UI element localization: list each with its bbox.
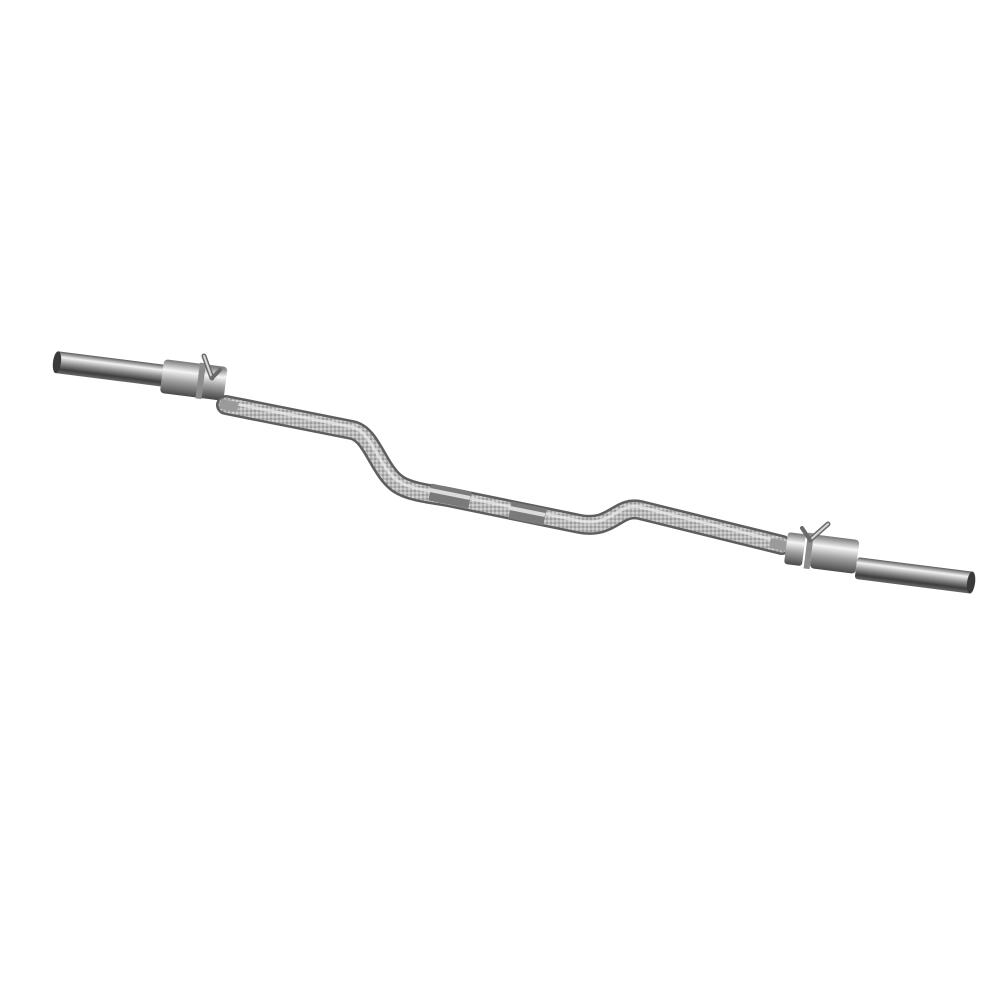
- right-collar: [784, 532, 860, 574]
- right-sleeve: [854, 557, 976, 594]
- right-clamp-handle: [800, 521, 831, 543]
- knurled-shaft: [216, 395, 792, 555]
- left-sleeve: [52, 351, 176, 388]
- left-clamp-handle: [201, 353, 222, 381]
- left-collar: [160, 359, 228, 401]
